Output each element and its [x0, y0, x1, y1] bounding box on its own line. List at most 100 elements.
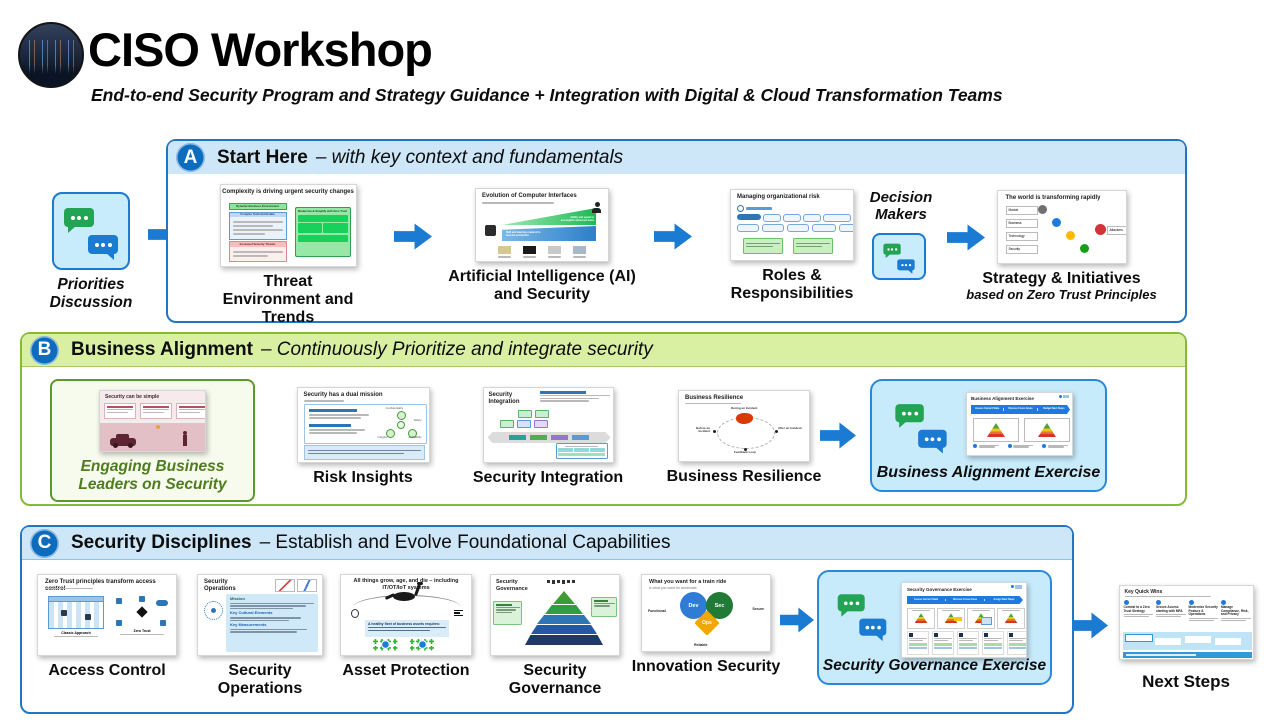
maturity-pyramid-panel	[973, 418, 1019, 442]
caption-strategy-initiatives: Strategy & Initiatives	[982, 270, 1141, 287]
thumbnail-security-operations: Security Operations Mission Key Cultural…	[197, 574, 323, 656]
person-icon	[592, 202, 602, 213]
refresh-icon	[381, 640, 390, 649]
secops-info-panel: Mission Key Cultural Elements Key Measur…	[226, 594, 318, 652]
business-alignment-exercise-box: Business Alignment Exercise Assess Curre…	[870, 379, 1107, 492]
caption-risk-insights: Risk Insights	[313, 469, 413, 486]
caption-asset-protection: Asset Protection	[342, 662, 470, 679]
panel-label: Classic Approach	[61, 631, 91, 635]
business-dot	[1051, 218, 1061, 227]
risk-footer-box	[303, 445, 425, 460]
egg-icon	[351, 609, 359, 618]
caption-threat-environment: Threat Environment and Trends	[222, 273, 354, 327]
technology-dot	[1065, 231, 1075, 240]
governance-pyramid	[523, 591, 605, 645]
engaging-business-leaders-box: Security can be simple	[50, 379, 255, 502]
section-b-title: Business Alignment	[71, 339, 253, 360]
roles-leader-row	[737, 205, 772, 212]
mini-slide-title: Security Operations	[204, 579, 236, 593]
section-c-security-disciplines: C Security Disciplines – Establish and E…	[20, 525, 1074, 714]
thumbnail-business-alignment-exercise: Business Alignment Exercise Assess Curre…	[966, 392, 1073, 456]
integration-chips	[499, 420, 548, 428]
item-security-operations: Security Operations Mission Key Cultural…	[190, 574, 330, 698]
asset-icons-row	[547, 580, 575, 584]
asset-refresh-clusters	[373, 639, 434, 651]
thumbnail-roles-responsibilities: Managing organizational risk	[730, 189, 854, 261]
threat-left-column: Dynamic Business Environment Complex Tec…	[228, 203, 287, 262]
thumbnail-ai-security: Evolution of Computer Interfaces Ability…	[475, 188, 609, 262]
arrow-right-icon	[654, 223, 692, 250]
thumbnail-security-governance: Security Governance	[490, 574, 620, 656]
mini-logo-marks	[1011, 585, 1022, 589]
caption-access-control: Access Control	[48, 662, 166, 679]
blue-speech-bubble	[859, 618, 887, 642]
innovation-label-right: Secure	[752, 607, 764, 611]
caption-engaging-business: Engaging Business Leaders on Security	[78, 458, 227, 493]
roles-green-note	[743, 238, 783, 254]
section-a-tagline: – with key context and fundamentals	[315, 146, 624, 168]
discipline-cards-row	[907, 631, 1026, 655]
thumbnail-next-steps: Key Quick Wins Commit to a Zero Trust St…	[1118, 585, 1254, 660]
maturity-pyramid-panel	[997, 608, 1025, 629]
integration-text-block	[539, 391, 610, 403]
resilience-label-bottom: Feedback Loop	[733, 450, 756, 454]
resilience-label-top: During an Incident	[731, 406, 758, 410]
section-c-title: Security Disciplines	[71, 532, 252, 553]
quick-wins-columns: Commit to a Zero Trust Strategy Secure A…	[1123, 600, 1251, 621]
maturity-pyramid-panel	[937, 608, 965, 629]
thumbnail-risk-insights: Security has a dual mission Confidential…	[296, 387, 430, 463]
strategy-row-label: Business	[1005, 219, 1038, 228]
engage-street-scene	[100, 423, 205, 451]
mini-slide-title: Business Alignment Exercise	[971, 396, 1034, 401]
ai-blue-wedge: Skill and learning required to become pr…	[502, 226, 596, 241]
item-next-steps: Key Quick Wins Commit to a Zero Trust St…	[1110, 585, 1262, 691]
section-b-tagline: – Continuously Prioritize and integrate …	[260, 339, 653, 360]
section-b-header: B Business Alignment – Continuously Prio…	[22, 334, 1185, 367]
green-speech-bubble	[883, 243, 901, 258]
caption-innovation-security: Innovation Security	[631, 658, 781, 675]
page-subtitle: End-to-end Security Program and Strategy…	[91, 85, 1003, 105]
panel-label: Zero Trust	[133, 629, 151, 633]
caption-security-governance-exercise: Security Governance Exercise	[822, 657, 1047, 674]
item-security-integration: Security Integration	[468, 387, 628, 487]
item-security-governance: Security Governance	[480, 574, 630, 698]
mini-slide-title: Business Resilience	[685, 395, 744, 401]
caption-business-resilience: Business Resilience	[666, 468, 822, 485]
resilience-label-left: Before an Incident	[696, 426, 710, 434]
caption-security-integration: Security Integration	[472, 469, 624, 486]
mini-slide-title: Managing organizational risk	[737, 194, 820, 200]
strategy-row-label: Security	[1005, 245, 1038, 254]
item-threat-environment: Complexity is driving urgent security ch…	[213, 184, 363, 327]
caption-roles-responsibilities: Roles & Responsibilities	[730, 267, 854, 303]
caption-security-operations: Security Operations	[217, 662, 303, 698]
resilience-label-right: After an Incident	[778, 426, 802, 430]
thumbnail-strategy-initiatives: The world is transforming rapidly Market…	[996, 190, 1127, 264]
mini-slide-title: Security has a dual mission	[303, 392, 383, 398]
green-speech-bubble	[837, 594, 865, 617]
blue-speech-bubble	[897, 258, 915, 274]
ai-green-wedge: Ability and speed to accomplish advanced…	[502, 208, 596, 225]
exercise-footnotes	[973, 444, 1068, 448]
mini-slide-title: Security Governance Exercise	[907, 587, 972, 592]
mini-slide-title: Evolution of Computer Interfaces	[482, 193, 577, 199]
arrow-right-icon	[394, 223, 432, 250]
chat-bubbles-icon	[895, 404, 947, 454]
security-dot	[1079, 244, 1089, 253]
mini-slide-title: Key Quick Wins	[1124, 589, 1163, 595]
roles-pill-row-2	[737, 224, 853, 232]
thumbnail-business-resilience: Business Resilience During an Incident B…	[678, 390, 810, 462]
thumbnail-asset-protection: All things grow, age, and die – includin…	[340, 574, 472, 656]
priorities-discussion-label: Priorities Discussion	[49, 276, 133, 311]
integration-detail-panel	[555, 443, 608, 459]
decision-makers-label: Decision Makers	[869, 189, 933, 224]
analyst-icon	[204, 601, 223, 620]
innovation-label-bottom: Reliable	[694, 643, 708, 647]
thumbnail-access-control: Zero Trust principles transform access c…	[37, 574, 177, 656]
refresh-icon	[417, 640, 427, 649]
item-risk-insights: Security has a dual mission Confidential…	[288, 387, 438, 487]
asset-note-box: A healthy fleet of business assets requi…	[365, 620, 449, 637]
thumbnail-security-integration: Security Integration	[482, 387, 614, 463]
engage-text-boxes	[104, 403, 205, 419]
